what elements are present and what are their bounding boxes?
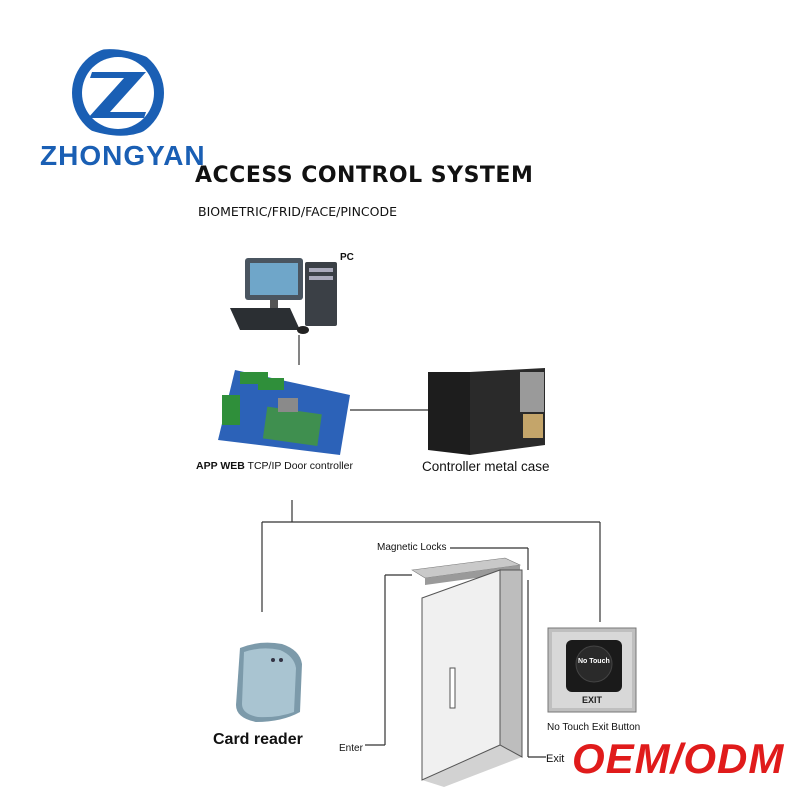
exit-label: Exit (546, 753, 564, 765)
oem-odm-badge: OEM/ODM (572, 735, 784, 783)
enter-label: Enter (339, 743, 363, 754)
zhongyan-logo (70, 46, 166, 139)
controller-label-bold: APP WEB (196, 460, 245, 472)
metal-case-label: Controller metal case (422, 459, 550, 474)
magnetic-lock-label: Magnetic Locks (377, 542, 446, 553)
card-reader (236, 643, 302, 722)
controller-label-rest: TCP/IP Door controller (245, 460, 353, 472)
metal-case (428, 368, 545, 455)
controller-label: APP WEB TCP/IP Door controller (196, 460, 353, 472)
page-title: ACCESS CONTROL SYSTEM (195, 163, 533, 188)
controller-board (218, 370, 350, 455)
door (422, 570, 522, 787)
exit-button-plate-text: EXIT (582, 695, 602, 705)
exit-button-face-text: No Touch (578, 658, 610, 665)
page-subtitle: BIOMETRIC/FRID/FACE/PINCODE (198, 204, 397, 219)
exit-button-label: No Touch Exit Button (547, 722, 640, 733)
brand-name: ZHONGYAN (40, 140, 206, 172)
pc-label: PC (340, 252, 354, 263)
card-reader-label: Card reader (213, 731, 303, 749)
pc-illustration (230, 258, 337, 334)
